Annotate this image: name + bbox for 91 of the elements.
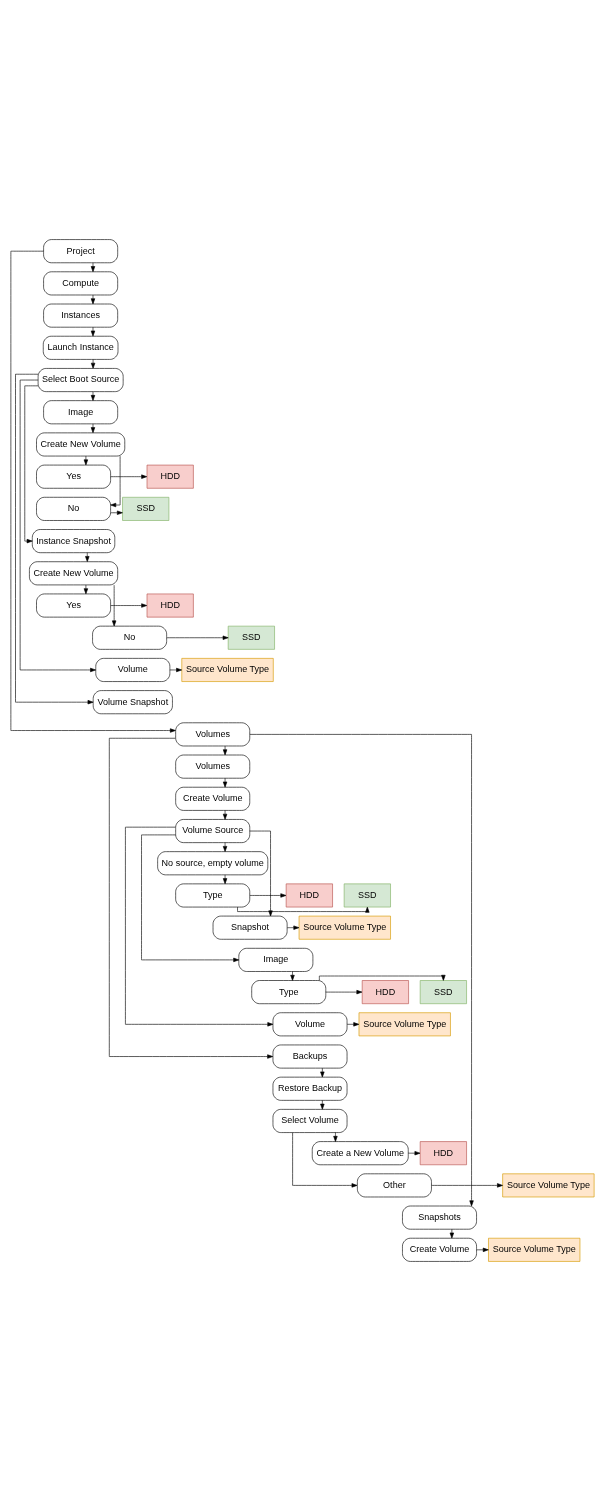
- node-box: Select Boot Source: [37, 367, 124, 392]
- node-box: Volumes: [175, 754, 251, 779]
- node-box: Create Volume: [175, 786, 251, 811]
- node-box: No source, empty volume: [157, 850, 269, 875]
- node-box: Other: [357, 1173, 432, 1197]
- arrow: [19, 379, 96, 672]
- arrow: [24, 385, 39, 543]
- node-box: Source Volume Type: [298, 915, 391, 940]
- arrow: [112, 584, 117, 626]
- arrow: [90, 326, 96, 336]
- arrow: [325, 989, 363, 994]
- arrow: [10, 250, 176, 733]
- arrow: [249, 830, 273, 916]
- arrow: [237, 906, 370, 913]
- node-box: Create Volume: [402, 1237, 477, 1262]
- node-box: Create a New Volume: [311, 1140, 409, 1165]
- arrow: [109, 737, 274, 1059]
- node-box: Volume: [95, 657, 171, 682]
- node-box: Project: [43, 238, 118, 263]
- node-box: SSD: [419, 979, 467, 1004]
- arrow: [320, 1067, 325, 1077]
- arrow: [319, 974, 446, 981]
- arrow: [333, 1131, 338, 1142]
- node-box: Create New Volume: [29, 560, 118, 585]
- node-box: HDD: [146, 593, 194, 617]
- arrow: [320, 1099, 325, 1110]
- arrow: [222, 777, 228, 787]
- arrow: [166, 635, 229, 640]
- node-box: Snapshots: [402, 1205, 477, 1230]
- arrow: [90, 423, 96, 433]
- arrow: [222, 745, 228, 755]
- node-box: Image: [43, 399, 118, 424]
- node-box: HDD: [146, 464, 194, 489]
- arrow: [222, 841, 228, 852]
- arrow: [110, 474, 148, 479]
- node-box: Create New Volume: [36, 432, 126, 456]
- arrow: [110, 455, 121, 507]
- node-box: Type: [251, 979, 327, 1004]
- node-box: Instances: [43, 303, 118, 327]
- node-box: Type: [175, 883, 251, 907]
- node-box: SSD: [122, 496, 170, 521]
- node-box: Volume: [272, 1011, 348, 1036]
- node-box: Select Volume: [272, 1108, 348, 1133]
- node-box: Backups: [272, 1044, 348, 1068]
- node-box: Image: [238, 947, 314, 972]
- arrow: [449, 1228, 454, 1238]
- arrow: [90, 262, 96, 272]
- arrow: [90, 358, 96, 369]
- node-box: SSD: [227, 625, 275, 650]
- arrow: [292, 1131, 358, 1187]
- node-box: Launch Instance: [42, 335, 119, 360]
- node-box: Compute: [43, 270, 118, 295]
- arrow: [90, 294, 96, 304]
- node-box: No: [92, 625, 167, 650]
- arrow: [476, 1247, 489, 1252]
- node-box: Volume Snapshot: [92, 689, 173, 714]
- node-box: Source Volume Type: [502, 1173, 595, 1197]
- node-box: SSD: [343, 883, 391, 907]
- arrow: [90, 390, 96, 401]
- arrow: [169, 667, 182, 672]
- arrow: [125, 826, 274, 1026]
- arrow: [85, 551, 90, 562]
- node-box: Volumes: [175, 721, 251, 746]
- arrow: [15, 373, 94, 704]
- node-box: HDD: [285, 883, 333, 907]
- arrow: [408, 1150, 421, 1155]
- arrow: [249, 892, 287, 898]
- arrow: [83, 455, 89, 465]
- arrow: [431, 1182, 503, 1187]
- arrow: [222, 809, 228, 820]
- arrow: [290, 970, 295, 981]
- node-box: No: [36, 496, 111, 521]
- arrow: [286, 925, 300, 930]
- node-box: Source Volume Type: [358, 1011, 451, 1036]
- arrow: [110, 602, 148, 608]
- arrow: [222, 874, 228, 884]
- arrow: [83, 584, 89, 594]
- arrow: [346, 1021, 360, 1026]
- node-box: Yes: [36, 464, 111, 489]
- node-box: Snapshot: [212, 915, 288, 940]
- node-box: Yes: [36, 593, 111, 617]
- node-box: Instance Snapshot: [32, 528, 116, 553]
- arrow: [141, 834, 240, 962]
- arrow: [110, 510, 123, 515]
- arrow: [249, 733, 474, 1206]
- node-box: Volume Source: [175, 818, 251, 843]
- node-box: Source Volume Type: [181, 657, 274, 682]
- node-box: HDD: [361, 979, 409, 1004]
- node-box: HDD: [419, 1140, 467, 1165]
- node-box: Source Volume Type: [488, 1237, 581, 1262]
- node-box: Restore Backup: [272, 1076, 348, 1101]
